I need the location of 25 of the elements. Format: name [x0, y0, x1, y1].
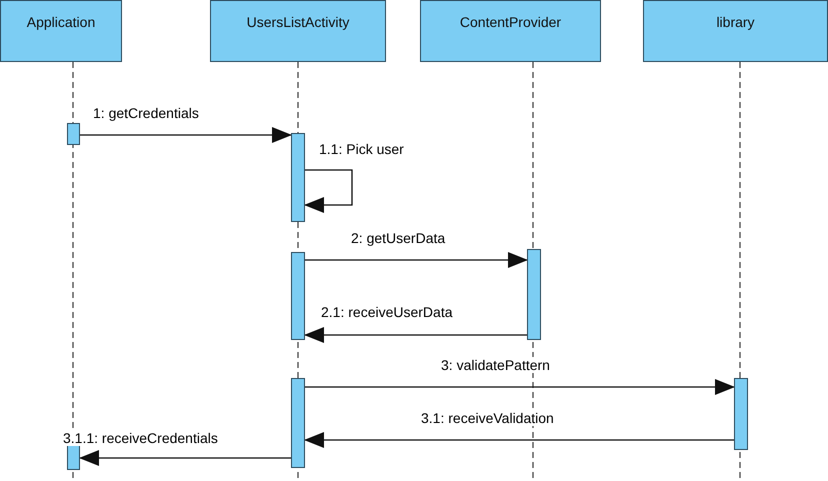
- lifeline-head: UsersListActivity: [210, 0, 386, 62]
- activation-bar: [67, 123, 80, 145]
- lifeline-head: Application: [0, 0, 122, 62]
- message-arrow: [305, 252, 528, 268]
- lifeline-head: library: [643, 0, 828, 62]
- message-arrow: [304, 169, 353, 213]
- message-label: 3.1.1: receiveCredentials: [62, 430, 219, 446]
- activation-bar: [291, 133, 305, 222]
- activation-bar: [734, 378, 748, 450]
- activation-bar: [291, 252, 305, 340]
- activation-bar: [291, 378, 305, 468]
- message-arrow: [304, 327, 527, 343]
- message-label: 1: getCredentials: [92, 105, 200, 121]
- activation-bar: [527, 249, 541, 340]
- message-label: 1.1: Pick user: [318, 141, 405, 157]
- activation-bar: [67, 445, 80, 470]
- message-arrow: [304, 432, 734, 448]
- message-arrow: [79, 450, 291, 466]
- message-arrow: [80, 127, 292, 143]
- message-arrow: [305, 379, 735, 395]
- message-label: 3: validatePattern: [440, 357, 551, 373]
- message-label: 2.1: receiveUserData: [320, 304, 454, 320]
- message-label: 3.1: receiveValidation: [420, 410, 555, 426]
- lifeline-head: ContentProvider: [420, 0, 601, 62]
- message-label: 2: getUserData: [350, 230, 446, 246]
